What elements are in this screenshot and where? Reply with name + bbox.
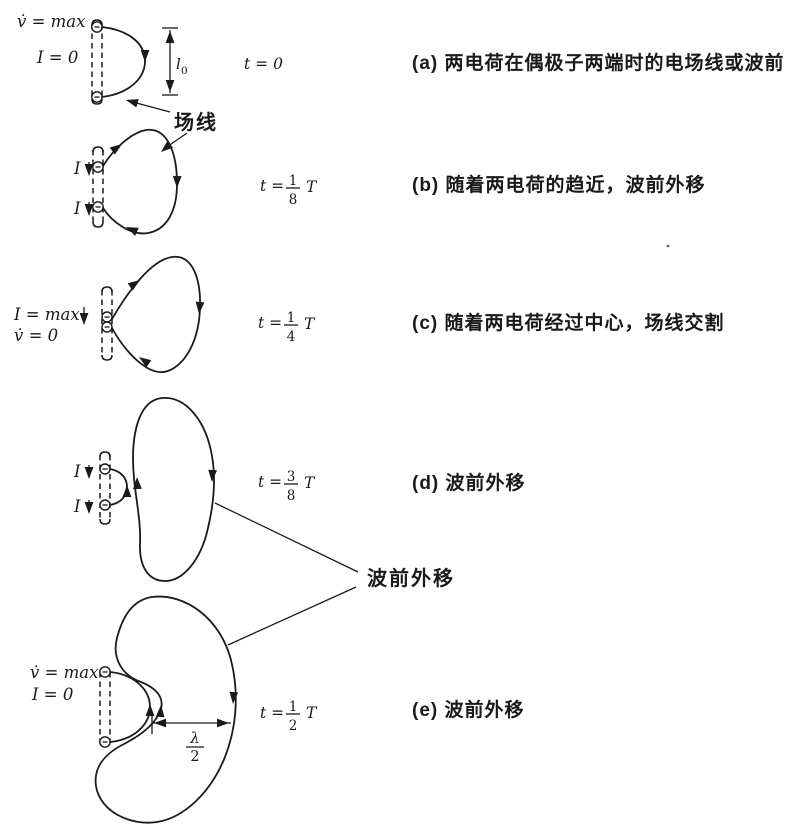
state-current-d1: I: [73, 462, 81, 481]
detached-wavefront-loop-e: [94, 595, 237, 824]
current-arrowhead: [84, 502, 94, 514]
time-denominator-c: 4: [287, 329, 296, 345]
field-arrowhead: [207, 469, 218, 483]
current-arrowhead: [84, 467, 94, 479]
pointer-arrowhead: [124, 95, 139, 108]
state-accel-max-a: v̇ = max: [17, 12, 86, 31]
state-current-b2: I: [73, 199, 81, 218]
time-numerator-d: 3: [287, 469, 296, 485]
field-arrowhead: [194, 301, 205, 315]
current-arrowhead: [84, 204, 94, 216]
current-arrowhead: [84, 164, 94, 176]
time-label-a: t = 0: [244, 55, 283, 73]
field-arrowhead: [140, 50, 150, 62]
dim-l0-sub: 0: [181, 65, 188, 77]
time-prefix-c: t =: [258, 314, 282, 332]
state-current-b1: I: [73, 159, 81, 178]
dipole-bottom-cap-c: [101, 354, 113, 361]
wavefront-pointer-lower: [227, 586, 357, 646]
state-current-zero-e: I = 0: [31, 685, 73, 704]
time-suffix-b: T: [306, 178, 318, 196]
time-numerator-c: 1: [287, 310, 296, 326]
caption-e: (e) 波前外移: [412, 698, 525, 721]
detached-wavefront-loop-d: [132, 397, 215, 582]
field-arrowhead: [155, 704, 166, 718]
current-arrowhead: [79, 313, 89, 325]
time-numerator-b: 1: [289, 173, 298, 189]
dipole-bottom-cap-d: [99, 518, 111, 525]
wavefront-pointer-upper: [214, 502, 359, 573]
dipole-top-cap-c: [101, 286, 113, 293]
state-accel-zero-c: v̇ = 0: [14, 326, 58, 345]
scan-speck: [666, 244, 670, 248]
time-prefix-e: t =: [260, 704, 284, 722]
panel-c: I = max v̇ = 0 t = 1 4 T (c) 随着两电荷经过中心，场…: [13, 256, 725, 373]
dipole-bottom-cap-a: [91, 98, 103, 105]
time-denominator-d: 8: [287, 488, 296, 504]
panel-e: v̇ = max I = 0 λ 2 t = 1 2 T (e) 波前外移: [30, 595, 525, 824]
dim-arrowhead-right: [217, 718, 229, 728]
dipole-top-cap-b: [92, 146, 104, 153]
dim-arrowhead-down: [165, 80, 175, 92]
time-prefix-d: t =: [258, 473, 282, 491]
time-denominator-b: 8: [289, 192, 298, 208]
dim-arrowhead-up: [165, 31, 175, 43]
panel-b: I I t = 1 8 T (b) 随着两电荷的趋近，波前外移: [73, 129, 706, 236]
dipole-top-cap-a: [91, 19, 103, 26]
time-denominator-e: 2: [289, 718, 298, 734]
wavefront-label: 波前外移: [367, 566, 455, 590]
time-suffix-c: T: [304, 315, 316, 333]
dim-lambda-num: λ: [189, 729, 200, 747]
time-numerator-e: 1: [289, 699, 298, 715]
time-suffix-e: T: [306, 704, 318, 722]
caption-d: (d) 波前外移: [412, 471, 526, 494]
field-line-loop-c: [111, 256, 201, 373]
state-current-max-c: I = max: [13, 305, 80, 324]
state-current-d2: I: [73, 497, 81, 516]
field-line-loop-a: [101, 26, 146, 98]
time-prefix-b: t =: [260, 177, 284, 195]
dim-l0-label: l: [176, 55, 181, 73]
dipole-bottom-cap-b: [92, 221, 104, 228]
field-arrowhead: [172, 175, 182, 189]
caption-b: (b) 随着两电荷的趋近，波前外移: [412, 173, 706, 196]
field-line-label: 场线: [174, 110, 218, 134]
state-current-zero-a: I = 0: [36, 48, 78, 67]
caption-c: (c) 随着两电荷经过中心，场线交割: [412, 311, 725, 334]
panel-a: v̇ = max I = 0 l 0 t = 0 (a) 两电荷在偶极子两端时的…: [17, 12, 785, 105]
field-arrowhead: [145, 704, 155, 716]
panel-d: I I t = 3 8 T (d) 波前外移: [73, 397, 526, 582]
time-suffix-d: T: [304, 474, 316, 492]
field-arrowhead: [122, 485, 132, 497]
field-line-callout: 场线: [124, 95, 218, 156]
dim-lambda-den: 2: [190, 749, 199, 765]
dipole-top-cap-d: [99, 451, 111, 458]
caption-a: (a) 两电荷在偶极子两端时的电场线或波前: [412, 51, 785, 74]
state-accel-max-e: v̇ = max: [30, 663, 99, 682]
wavefront-callout: 波前外移: [214, 502, 455, 646]
near-field-loop-d: [109, 468, 128, 506]
